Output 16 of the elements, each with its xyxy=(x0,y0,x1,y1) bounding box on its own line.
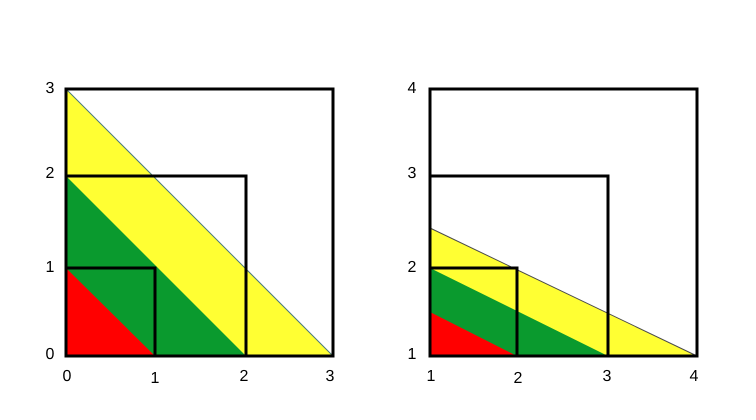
axis-tick-label: 3 xyxy=(46,80,54,98)
axis-tick-label: 2 xyxy=(408,259,416,277)
axis-tick-label: 3 xyxy=(602,368,612,386)
axis-tick-label: 2 xyxy=(46,165,54,183)
axis-tick-label: 2 xyxy=(514,370,522,388)
axis-tick-label: 1 xyxy=(150,370,160,388)
axis-tick-label: 2 xyxy=(240,368,248,386)
axis-tick-label: 3 xyxy=(408,165,416,183)
axis-tick-label: 4 xyxy=(408,80,416,98)
axis-tick-label: 1 xyxy=(408,346,416,364)
axis-tick-label: 4 xyxy=(690,368,698,386)
axis-tick-label: 3 xyxy=(326,368,334,386)
axis-tick-label: 0 xyxy=(46,346,54,364)
axis-tick-label: 1 xyxy=(426,368,436,386)
axis-tick-label: 0 xyxy=(62,368,72,386)
axis-tick-label: 1 xyxy=(46,259,54,277)
